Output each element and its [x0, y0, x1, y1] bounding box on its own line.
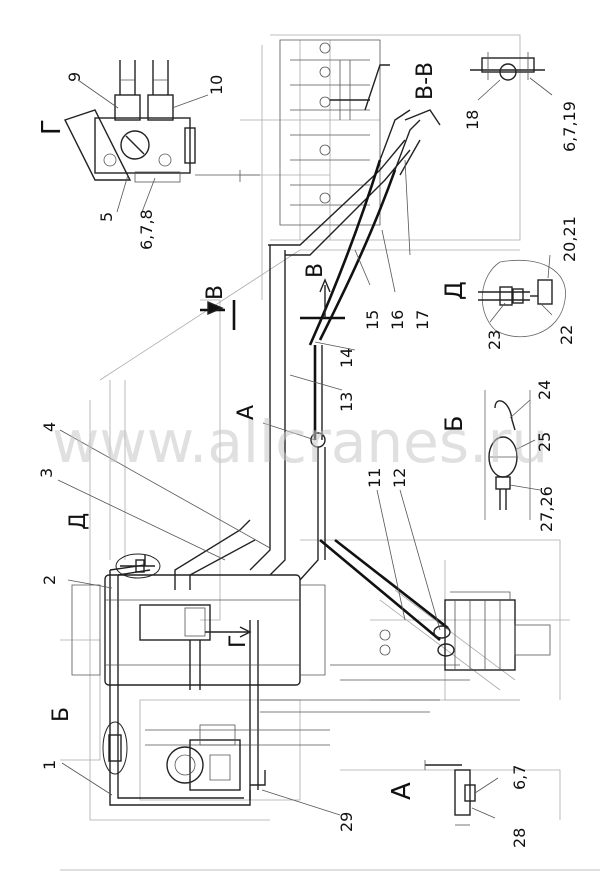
section-marks — [200, 278, 345, 638]
view-label-d: Д — [440, 281, 468, 300]
watermark: www.allcranes.ru — [52, 408, 548, 476]
callout-20-21: 20,21 — [560, 216, 579, 262]
callout-2: 2 — [40, 575, 59, 585]
callout-11: 11 — [365, 468, 384, 488]
section-label-v-right: В — [303, 263, 328, 278]
callout-17: 17 — [413, 310, 432, 330]
leader-lines — [57, 77, 553, 819]
callout-24: 24 — [535, 380, 554, 400]
gearbox-stack — [279, 39, 381, 226]
callout-13: 13 — [337, 392, 356, 412]
callout-22: 22 — [557, 325, 576, 345]
section-label-v-left: В — [203, 285, 228, 300]
callout-9: 9 — [65, 72, 84, 82]
view-label-d-left: Д — [66, 513, 91, 530]
arrow-label-g: Г — [226, 635, 251, 648]
callout-3: 3 — [37, 468, 56, 478]
callout-28: 28 — [510, 828, 529, 848]
callout-1: 1 — [40, 760, 59, 770]
detail-vv-clamp — [470, 52, 545, 81]
callout-6-7-8: 6,7,8 — [137, 209, 156, 250]
detail-b-filter — [484, 390, 531, 520]
callout-5: 5 — [97, 212, 116, 222]
hydraulic-lines — [109, 64, 470, 806]
callout-6-7-19: 6,7,19 — [560, 101, 579, 152]
callout-25: 25 — [535, 432, 554, 452]
valve-bank — [379, 591, 551, 671]
callout-16: 16 — [388, 310, 407, 330]
view-label-a-bottom: А — [387, 782, 417, 800]
pump-assembly — [166, 724, 241, 791]
callout-10: 10 — [207, 75, 226, 95]
detail-g-distributor — [64, 60, 260, 183]
callout-4: 4 — [40, 422, 59, 432]
view-label-b-left: Б — [49, 707, 74, 722]
view-label-a-top: А — [234, 405, 259, 420]
hydraulic-tank — [71, 574, 326, 690]
callout-23: 23 — [485, 330, 504, 350]
callout-6-7: 6,7 — [510, 765, 529, 790]
left-detail-markers — [102, 553, 161, 775]
view-label-g: Г — [37, 119, 67, 135]
callout-12: 12 — [390, 468, 409, 488]
callout-14: 14 — [337, 348, 356, 368]
callout-29: 29 — [337, 812, 356, 832]
detail-d-fitting — [478, 259, 566, 338]
callout-18: 18 — [463, 110, 482, 130]
view-label-b: Б — [440, 416, 468, 432]
view-label-vv: В-В — [413, 62, 438, 100]
callout-15: 15 — [363, 310, 382, 330]
callout-27-26: 27,26 — [537, 486, 556, 532]
